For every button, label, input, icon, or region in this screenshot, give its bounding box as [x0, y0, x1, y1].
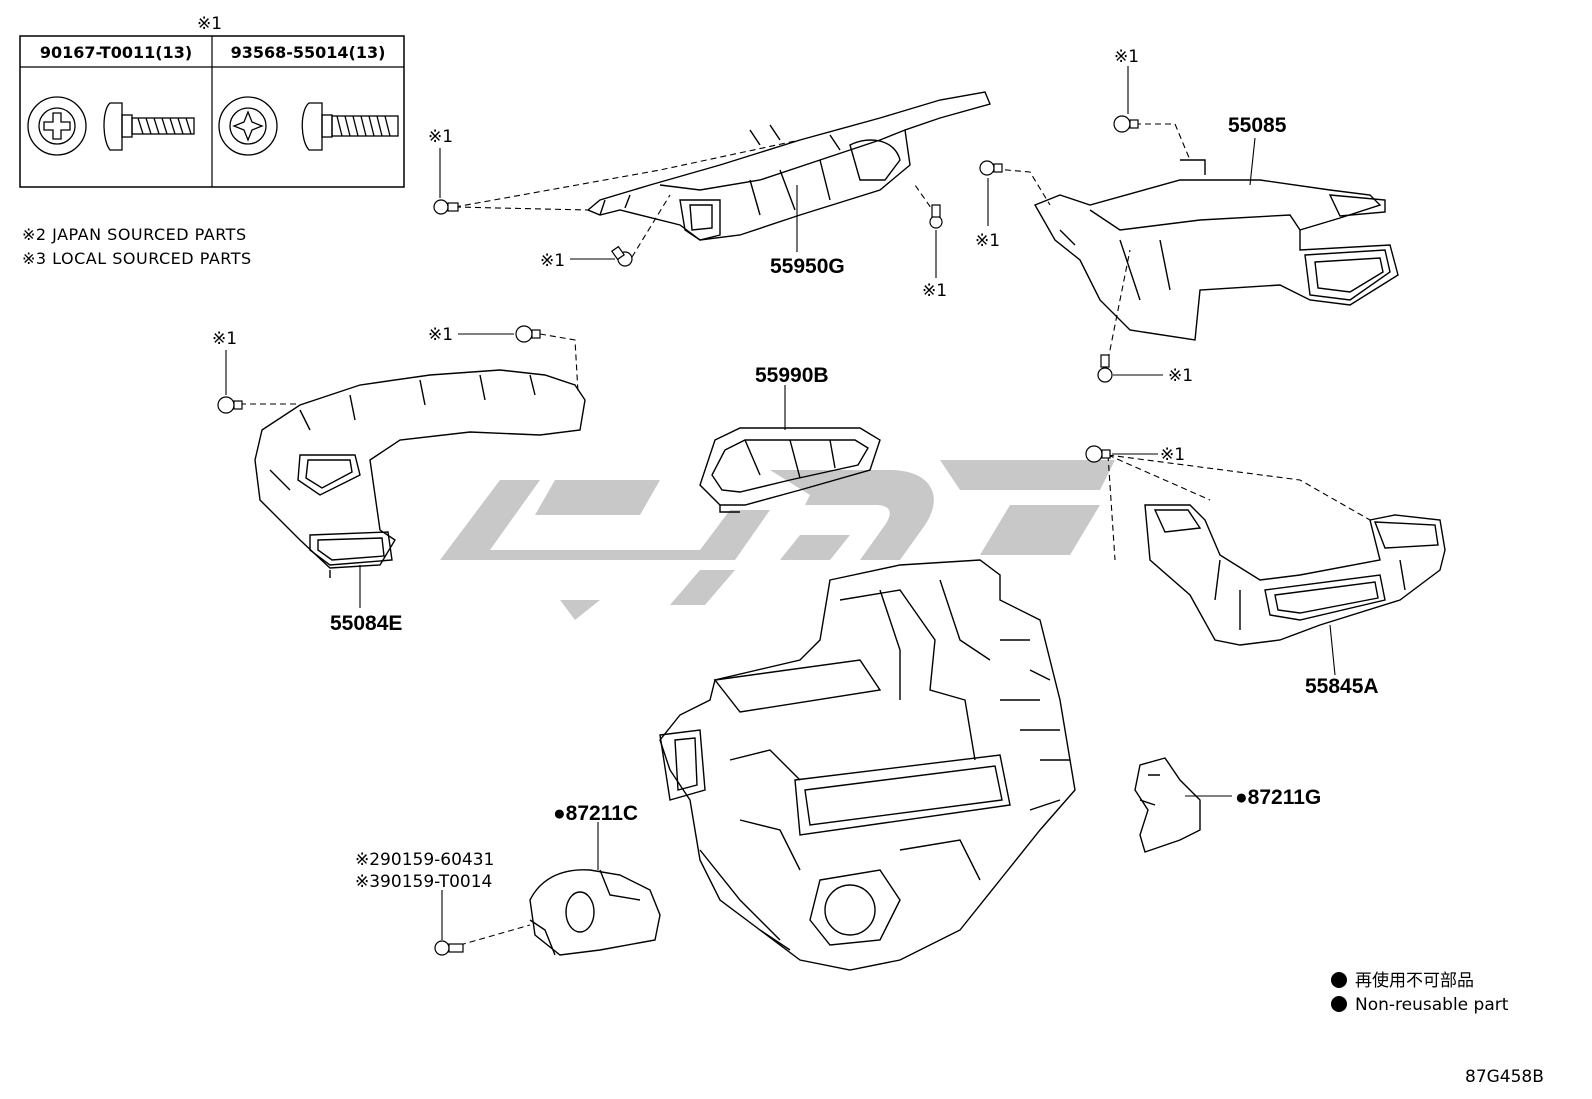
- duct-55990B-drawing: [699, 427, 881, 513]
- screw-head-phillips-icon: [27, 96, 87, 156]
- part-label-55990B: 55990B: [755, 364, 829, 387]
- screw-head-star-icon: [218, 96, 278, 156]
- part-label-87211C: ●87211C: [553, 802, 638, 825]
- screw-small-icon: [979, 115, 1139, 383]
- part-label-87211G: ●87211G: [1235, 786, 1321, 809]
- part-label-55085: 55085: [1228, 114, 1287, 137]
- leader-dashed: [459, 924, 531, 946]
- diagram-id: 87G458B: [1465, 1067, 1544, 1087]
- table-col1-part: 90167-T0011(13): [40, 43, 192, 62]
- watermark-logo: [440, 460, 1115, 620]
- table-col2-part: 93568-55014(13): [231, 43, 386, 62]
- duct-55845A-drawing: [1144, 504, 1446, 646]
- callout-mark: ※1: [1160, 445, 1185, 465]
- leader-lines: [240, 333, 579, 405]
- table-top-mark: ※1: [197, 14, 222, 34]
- hvac-unit-drawing: [659, 559, 1076, 971]
- legend-bullet-icon: [1331, 996, 1347, 1012]
- callout-mark: ※1: [1168, 366, 1193, 386]
- part-label-55845A: 55845A: [1305, 675, 1379, 698]
- screw-side-view-icon: [301, 102, 399, 151]
- screw-side-view-icon: [103, 102, 195, 151]
- note-local-sourced: ※3 LOCAL SOURCED PARTS: [22, 249, 252, 268]
- part-label-55950G: 55950G: [770, 255, 845, 278]
- callout-mark: ※1: [212, 329, 237, 349]
- leader-lines: [454, 139, 937, 258]
- note-japan-sourced: ※2 JAPAN SOURCED PARTS: [22, 225, 247, 244]
- legend-bullet-icon: [1331, 972, 1347, 988]
- callout-mark: ※1: [975, 231, 1000, 251]
- leader-lines: [994, 123, 1191, 361]
- bolt-label-local: ※390159-T0014: [355, 872, 492, 892]
- duct-55084E-drawing: [254, 369, 586, 578]
- callout-mark: ※1: [1114, 47, 1139, 67]
- screw-small-icon: [433, 199, 943, 267]
- callout-mark: ※1: [922, 281, 947, 301]
- duct-55085-drawing: [1033, 159, 1399, 341]
- part-label-55084E: 55084E: [330, 612, 402, 635]
- screw-small-icon: [1085, 445, 1111, 463]
- leader-lines: [1107, 454, 1371, 561]
- bolt-icon: [434, 940, 464, 956]
- seal-87211C-drawing: [529, 869, 661, 956]
- leader-solid: [1249, 137, 1256, 186]
- leader-solid: [1329, 624, 1336, 676]
- callout-mark: ※1: [540, 251, 565, 271]
- screw-small-icon: [217, 325, 541, 414]
- fastener-table: ※1 90167-T0011(13) 93568-55014(13): [19, 14, 405, 188]
- callout-mark: ※1: [428, 127, 453, 147]
- legend-english: Non-reusable part: [1355, 995, 1509, 1015]
- seal-87211G-drawing: [1134, 757, 1201, 853]
- legend-japanese: 再使用不可部品: [1355, 970, 1474, 991]
- bolt-label-japan: ※290159-60431: [355, 850, 494, 870]
- duct-55950G-drawing: [586, 91, 991, 241]
- callout-mark: ※1: [428, 325, 453, 345]
